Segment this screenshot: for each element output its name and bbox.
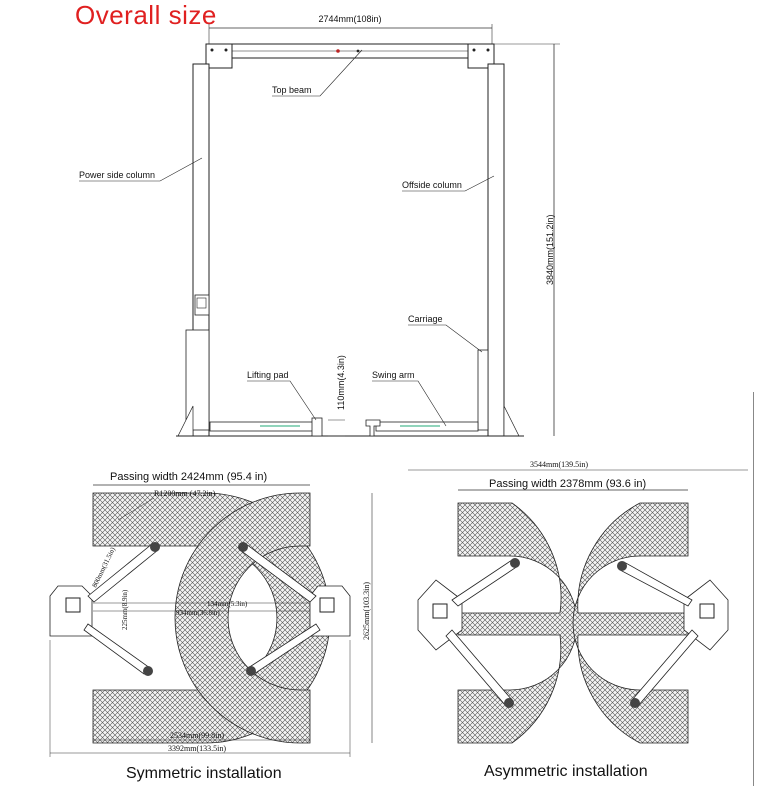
- asymmetric-caption: Asymmetric installation: [484, 763, 648, 780]
- top-beam: [205, 43, 495, 69]
- swing-arm-right: [365, 419, 479, 437]
- swing-arm-left: [209, 417, 323, 437]
- swing-area-asym-right: [572, 502, 689, 744]
- width-dimension: 2744mm(108in): [318, 14, 381, 24]
- passing-width-symmetric: Passing width 2424mm (95.4 in): [110, 471, 267, 483]
- dim-2534: 2534mm(99.8in): [170, 731, 224, 740]
- dim-134: 134mm(5.3in): [207, 600, 248, 608]
- symmetric-caption: Symmetric installation: [126, 765, 282, 782]
- label-carriage: Carriage: [408, 314, 443, 324]
- label-power-side-column: Power side column: [79, 170, 155, 180]
- arms-asymmetric: [445, 559, 699, 707]
- swing-area-asym-left: [457, 502, 578, 744]
- dim-225: 225mm(8.9in): [121, 589, 129, 630]
- offside-column: [477, 63, 520, 437]
- front-view: 2744mm(108in): [79, 14, 560, 437]
- height-dimension: 3840mm(151.2in): [545, 214, 555, 285]
- symmetric-plan: Passing width 2424mm (95.4 in): [49, 471, 373, 757]
- dim-3392: 3392mm(133.5in): [168, 744, 226, 753]
- label-swing-arm: Swing arm: [372, 370, 415, 380]
- passing-width-asymmetric: Passing width 2378mm (93.6 in): [489, 478, 646, 490]
- asymmetric-plan: 3544mm(139.5in) Passing width 2378mm (93…: [408, 460, 748, 744]
- swing-area-right: [174, 492, 311, 744]
- label-top-beam: Top beam: [272, 85, 312, 95]
- column-right-symmetric: [309, 585, 351, 637]
- label-lifting-pad: Lifting pad: [247, 370, 289, 380]
- arms-symmetric: [83, 543, 321, 675]
- separator-line: [753, 392, 754, 786]
- pads-symmetric: [143, 542, 256, 676]
- asymmetric-overall-width: 3544mm(139.5in): [530, 460, 588, 469]
- dim-2625: 2625mm(103.3in): [362, 582, 371, 640]
- radius-label: R1200mm (47.2in): [154, 489, 216, 498]
- power-side-column: [177, 63, 210, 437]
- pad-height-dimension: 110mm(4.3in): [336, 355, 346, 410]
- dim-934: 934mm(36.8in): [176, 609, 220, 617]
- pads-asymmetric: [504, 558, 640, 708]
- page-title: Overall size: [75, 0, 217, 30]
- label-offside-column: Offside column: [402, 180, 462, 190]
